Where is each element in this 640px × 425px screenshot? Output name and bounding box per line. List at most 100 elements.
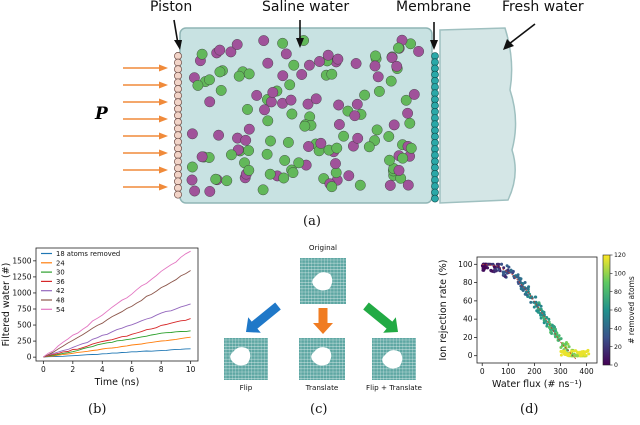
translate-sheet xyxy=(299,338,345,380)
data-point xyxy=(491,262,495,266)
ion-particle xyxy=(384,154,395,166)
original-label: Original xyxy=(309,243,337,252)
data-point xyxy=(536,303,540,307)
ion-particle xyxy=(186,174,198,186)
x-axis-label: Water flux (# ns⁻¹) xyxy=(492,379,582,390)
ion-particle xyxy=(288,59,300,71)
flip-sheet xyxy=(224,338,268,380)
ion-particle xyxy=(192,80,204,91)
colorbar xyxy=(602,254,611,366)
pressure-arrowhead xyxy=(159,149,168,157)
caption-d: (d) xyxy=(520,402,539,417)
ion-particle xyxy=(189,185,201,197)
ion-particle xyxy=(351,98,363,110)
ion-particle xyxy=(285,94,297,106)
flip-translate-label: Flip + Translate xyxy=(366,383,422,392)
x-tick-label: 2 xyxy=(70,365,75,374)
ion-particle xyxy=(279,154,291,166)
ion-particle xyxy=(384,179,396,191)
data-point xyxy=(507,265,511,269)
colorbar-tick-label: 40 xyxy=(614,326,622,333)
pore xyxy=(382,350,403,369)
membrane-beads xyxy=(431,52,439,203)
ion-particle xyxy=(286,108,298,120)
translate-label: Translate xyxy=(305,383,339,392)
ion-particle xyxy=(277,70,289,82)
data-point xyxy=(553,325,556,329)
caption-b: (b) xyxy=(88,402,107,417)
ion-particle xyxy=(405,142,417,154)
ion-particle xyxy=(393,42,404,54)
ion-particle xyxy=(243,164,255,176)
data-point xyxy=(501,272,505,276)
ion-particle xyxy=(186,161,198,173)
y-tick-label: 1000 xyxy=(12,288,31,297)
data-point xyxy=(529,300,533,304)
ion-particle xyxy=(350,58,362,69)
x-tick-label: 100 xyxy=(501,367,516,376)
piston-bead xyxy=(174,91,182,100)
data-point xyxy=(511,269,515,273)
piston-bead xyxy=(174,124,182,133)
data-point xyxy=(559,346,563,349)
legend-label: 48 xyxy=(56,297,65,305)
ion-particle xyxy=(322,49,334,61)
ion-particle xyxy=(282,136,294,148)
colorbar-tick-label: 100 xyxy=(614,271,626,278)
ion-particle xyxy=(330,158,341,170)
flip-label: Flip xyxy=(240,383,253,392)
piston-bead xyxy=(174,144,182,153)
piston-bead xyxy=(174,104,182,113)
pore xyxy=(312,272,333,291)
data-point xyxy=(540,313,544,317)
ion-particle xyxy=(257,184,269,196)
data-point xyxy=(516,280,520,284)
data-point xyxy=(502,266,506,270)
data-point xyxy=(539,316,543,320)
trend-line xyxy=(482,263,577,360)
pressure-arrowhead xyxy=(159,115,168,123)
legend-label: 42 xyxy=(56,287,65,295)
ion-particle xyxy=(402,107,413,119)
piston-bead xyxy=(174,151,182,159)
piston-bead xyxy=(174,190,182,199)
piston-bead xyxy=(174,85,182,93)
ion-particle xyxy=(278,172,290,184)
fresh-water-region xyxy=(439,27,517,204)
data-point xyxy=(557,334,561,338)
data-point xyxy=(495,262,499,266)
piston-bead xyxy=(174,52,182,60)
ion-particle xyxy=(352,132,364,144)
data-point xyxy=(486,266,490,270)
caption-c: (c) xyxy=(310,402,328,417)
ion-particle xyxy=(214,44,226,56)
ion-particle xyxy=(391,60,403,72)
data-point xyxy=(509,268,513,272)
data-point xyxy=(553,329,557,333)
data-point xyxy=(483,266,487,270)
data-point xyxy=(526,286,530,290)
x-tick-label: 4 xyxy=(100,365,105,374)
ion-particle xyxy=(240,134,252,146)
ion-particle xyxy=(277,37,288,49)
ion-particle xyxy=(302,98,314,110)
ion-particle xyxy=(333,119,345,130)
ion-particle xyxy=(204,96,216,108)
y-tick-label: 0 xyxy=(27,353,32,362)
legend-label: 30 xyxy=(56,269,65,277)
data-point xyxy=(501,270,505,274)
data-point xyxy=(547,317,551,321)
data-point xyxy=(516,275,520,279)
data-point xyxy=(521,289,525,292)
y-tick-label: 250 xyxy=(17,337,32,346)
data-point xyxy=(561,350,565,354)
pressure-arrowhead xyxy=(159,81,168,89)
y-tick-label: 80 xyxy=(463,278,473,287)
ion-particle xyxy=(404,117,416,129)
data-point xyxy=(524,290,528,294)
ion-particle xyxy=(388,119,400,131)
legend-label: 18 atoms removed xyxy=(56,250,120,258)
